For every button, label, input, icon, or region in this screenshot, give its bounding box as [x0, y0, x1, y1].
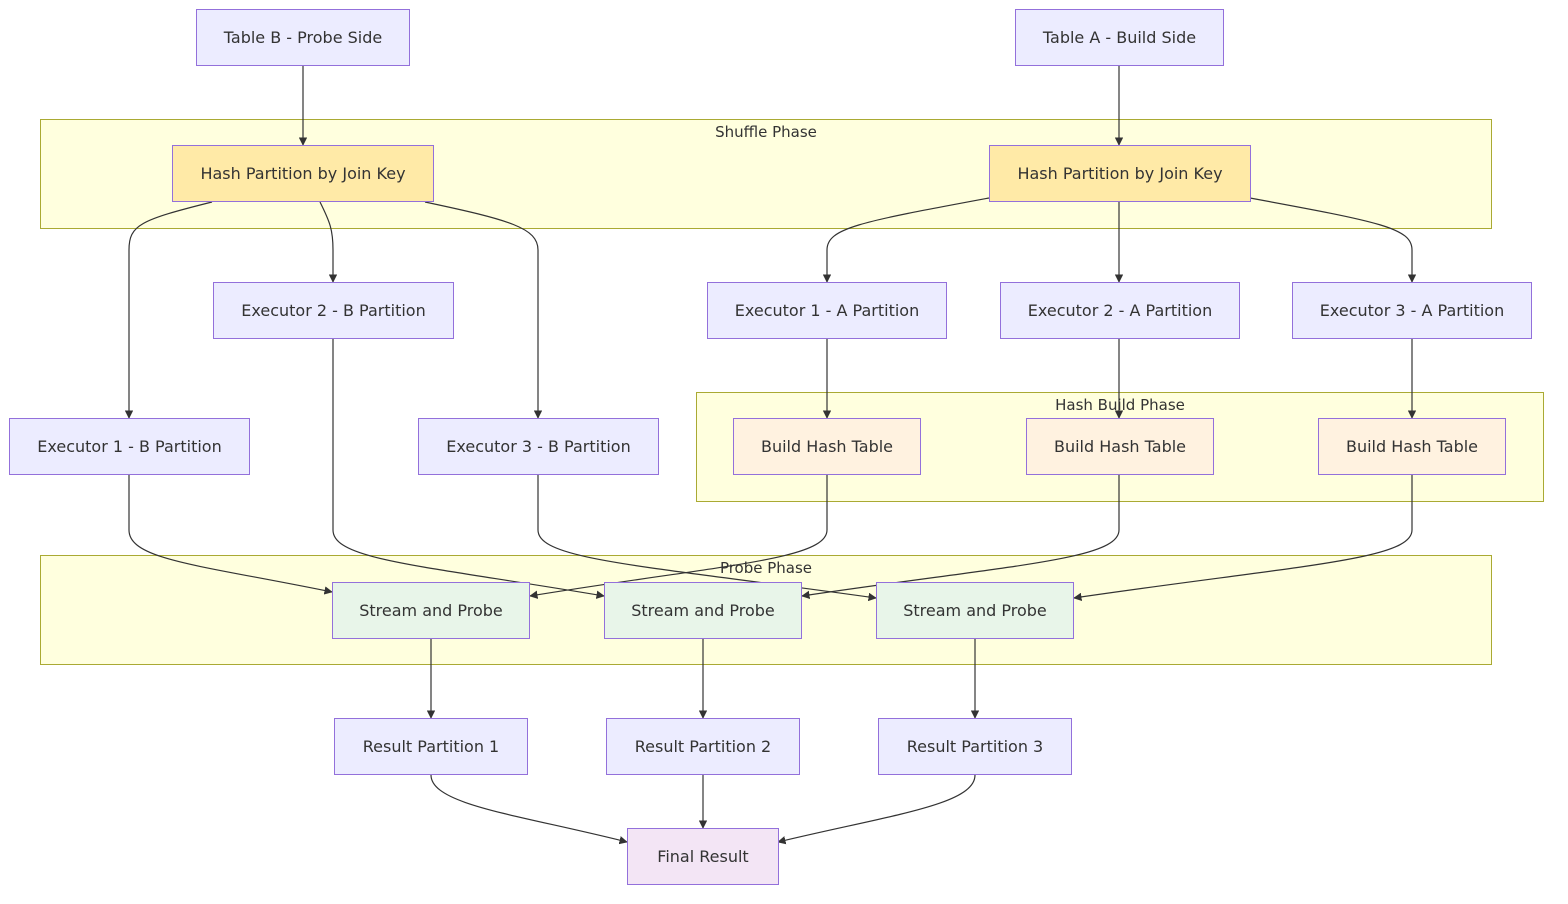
table-b-probe-side-node: Table B - Probe Side — [196, 9, 410, 66]
edge-hash-partition-b-to-exec2-b — [319, 201, 338, 283]
edge-build3-to-probe3 — [1073, 475, 1413, 602]
executor-1-a-partition-node: Executor 1 - A Partition — [707, 282, 947, 339]
edge-build2-to-probe2 — [801, 475, 1120, 600]
edge-exec1-b-to-probe1 — [128, 475, 333, 595]
edge-build1-to-probe1 — [529, 475, 828, 599]
result-partition-1-node: Result Partition 1 — [334, 718, 528, 775]
hash-partition-a-node: Hash Partition by Join Key — [989, 145, 1251, 202]
result-partition-2-node: Result Partition 2 — [606, 718, 800, 775]
stream-and-probe-1-node: Stream and Probe — [332, 582, 530, 639]
cluster-label-shuffle-phase: Shuffle Phase — [715, 123, 817, 141]
build-hash-table-2-node: Build Hash Table — [1026, 418, 1214, 475]
edge-result1-to-final — [430, 774, 628, 845]
table-a-build-side-node: Table A - Build Side — [1015, 9, 1224, 66]
result-partition-3-node: Result Partition 3 — [878, 718, 1072, 775]
cluster-label-hash-build-phase: Hash Build Phase — [1055, 396, 1185, 414]
build-hash-table-1-node: Build Hash Table — [733, 418, 921, 475]
executor-3-b-partition-node: Executor 3 - B Partition — [418, 418, 659, 475]
build-hash-table-3-node: Build Hash Table — [1318, 418, 1506, 475]
final-result-node: Final Result — [627, 828, 779, 885]
edge-hash-partition-a-to-exec1-a — [822, 197, 990, 283]
edge-result3-to-final — [777, 774, 976, 845]
executor-3-a-partition-node: Executor 3 - A Partition — [1292, 282, 1532, 339]
stream-and-probe-3-node: Stream and Probe — [876, 582, 1074, 639]
stream-and-probe-2-node: Stream and Probe — [604, 582, 802, 639]
edge-hash-partition-b-to-exec3-b — [424, 201, 543, 419]
executor-2-a-partition-node: Executor 2 - A Partition — [1000, 282, 1240, 339]
executor-2-b-partition-node: Executor 2 - B Partition — [213, 282, 454, 339]
edge-exec2-b-to-probe2 — [332, 339, 605, 599]
executor-1-b-partition-node: Executor 1 - B Partition — [9, 418, 250, 475]
edge-hash-partition-a-to-exec3-a — [1249, 197, 1417, 283]
hash-partition-b-node: Hash Partition by Join Key — [172, 145, 434, 202]
edge-hash-partition-b-to-exec1-b — [124, 201, 213, 419]
